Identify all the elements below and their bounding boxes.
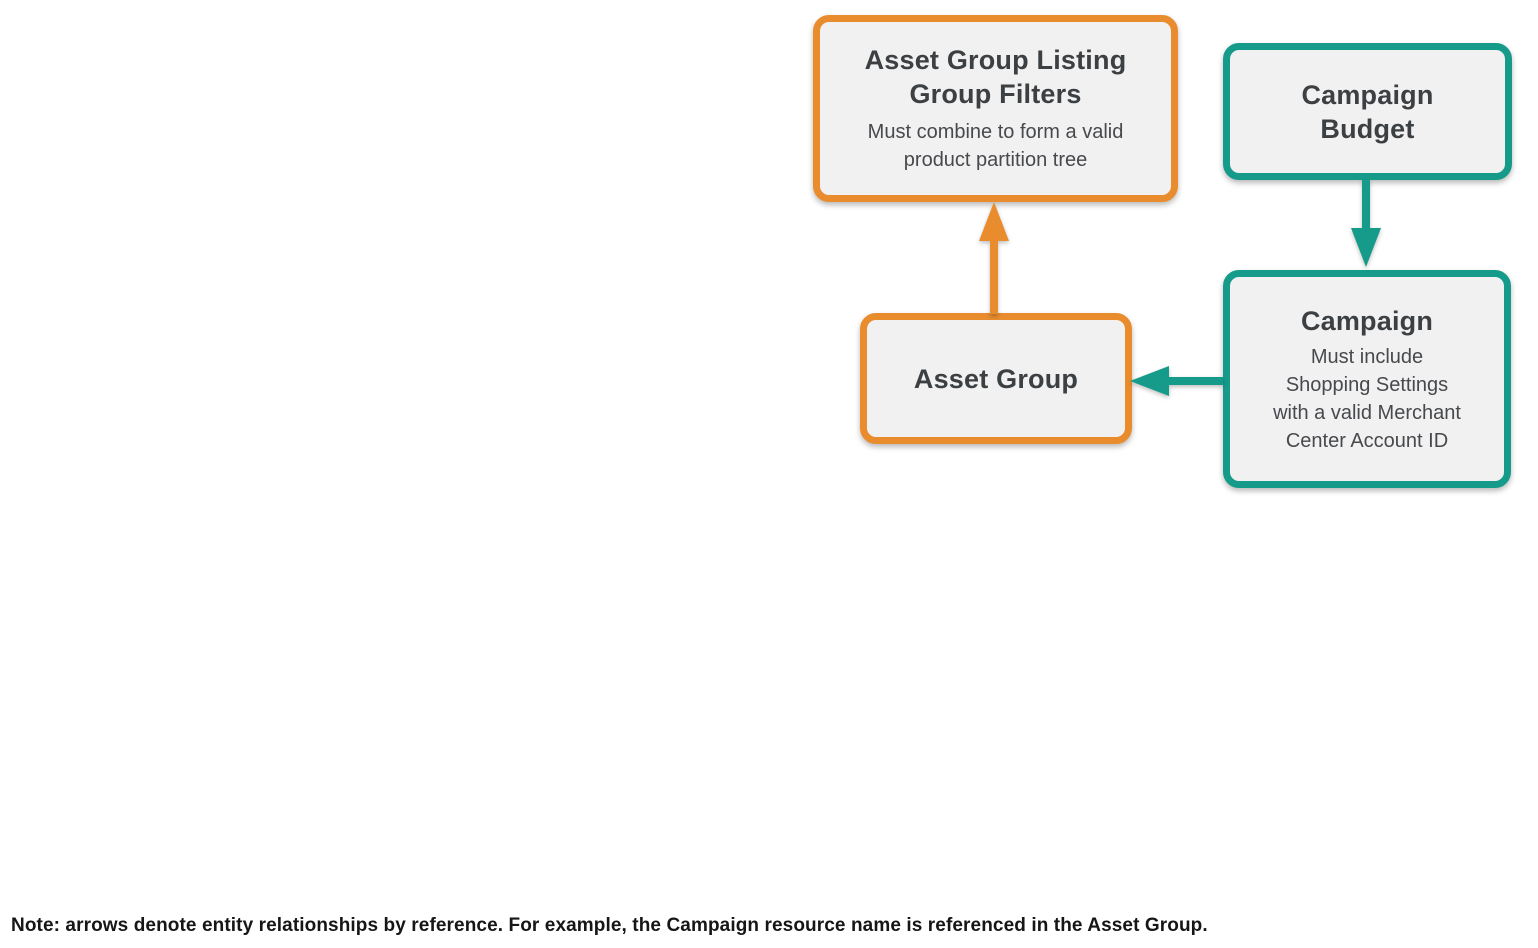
arrow-campaign-to-asset-group <box>1130 366 1223 396</box>
node-title-campaign-budget: Campaign Budget <box>1301 79 1434 144</box>
node-title-asset-group-listing-group-filters: Asset Group Listing Group Filters <box>864 45 1127 109</box>
node-asset-group-listing-group-filters: Asset Group Listing Group Filters Must c… <box>813 15 1178 202</box>
node-asset-group: Asset Group <box>860 313 1132 444</box>
footnote: Note: arrows denote entity relationships… <box>11 915 1208 936</box>
node-title-campaign: Campaign <box>1300 305 1434 336</box>
node-subtitle-campaign: Must include Shopping Settings with a va… <box>1273 345 1461 452</box>
arrow-asset-group-to-listing-group-filters <box>979 202 1009 314</box>
node-title-asset-group: Asset Group <box>913 363 1079 394</box>
node-campaign: Campaign Must include Shopping Settings … <box>1223 270 1511 488</box>
node-campaign-budget: Campaign Budget <box>1223 43 1512 180</box>
arrow-campaign-budget-to-campaign <box>1351 180 1381 267</box>
node-subtitle-asset-group-listing-group-filters: Must combine to form a valid product par… <box>867 121 1124 171</box>
